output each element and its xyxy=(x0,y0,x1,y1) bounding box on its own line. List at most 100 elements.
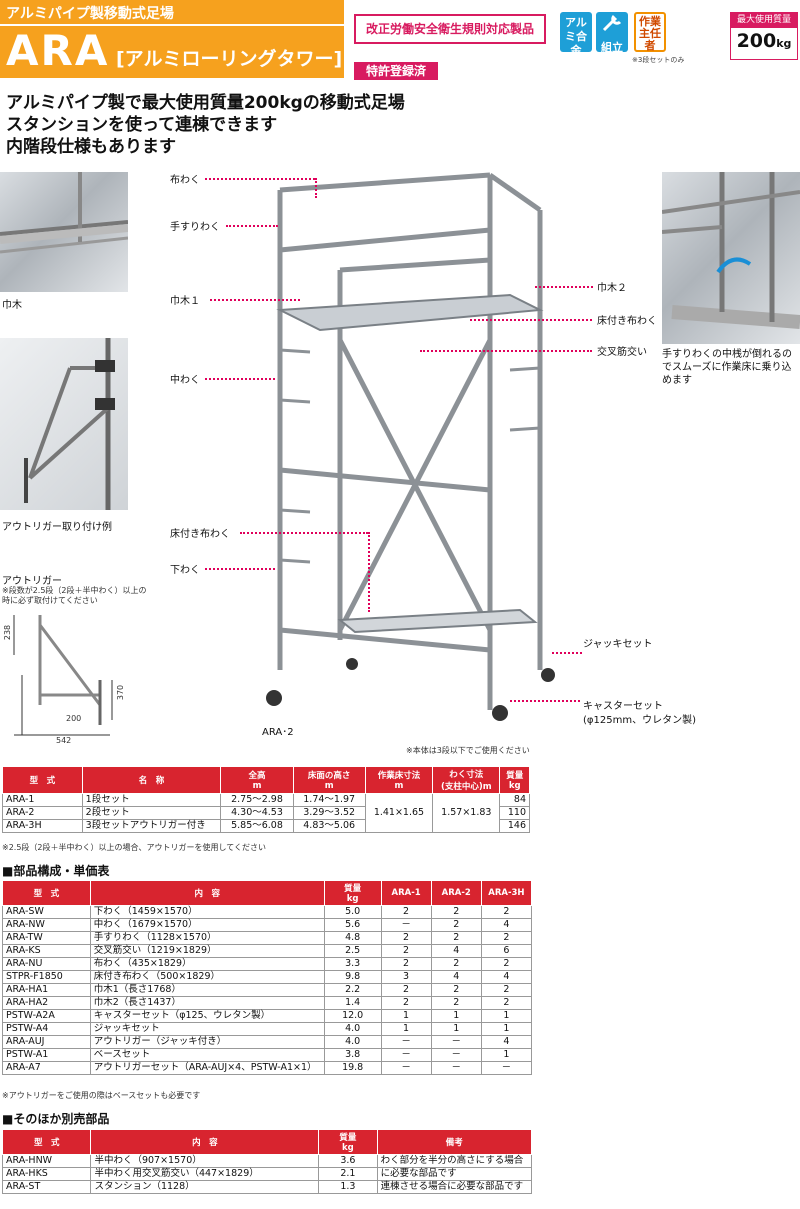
leader-nunowaku-v xyxy=(315,178,317,198)
table-cell: 4.0 xyxy=(323,1022,382,1036)
table-cell: 中わく（1679×1570） xyxy=(89,918,325,932)
dim-542: 542 xyxy=(56,736,72,745)
handrail-caption: 手すりわくの中桟が倒れるのでスムーズに作業床に乗り込めます xyxy=(662,349,792,386)
table-cell: 4 xyxy=(480,918,533,932)
table-cell: 19.8 xyxy=(323,1061,382,1075)
label-habaki1: 巾木１ xyxy=(170,296,200,307)
patent-badge: 特許登録済 xyxy=(354,62,438,80)
table-cell: ARA-HKS xyxy=(1,1167,92,1181)
handrail-photo xyxy=(661,172,800,344)
table-cell: PSTW-A1 xyxy=(2,1048,91,1062)
table-cell: ARA-ST xyxy=(1,1180,92,1194)
table-cell: － xyxy=(430,1035,482,1049)
table-row: ARA-1 1段セット 2.75～2.98 1.74～1.97 1.41×1.6… xyxy=(2,793,530,833)
table-cell: 2.5 xyxy=(323,944,382,958)
product-name: ARA xyxy=(6,26,110,75)
outrigger-caption: アウトリガー取り付け例 xyxy=(2,522,112,533)
table-cell: － xyxy=(380,1048,432,1062)
table-cell: － xyxy=(380,1035,432,1049)
leader-yukanuno xyxy=(240,532,368,534)
supervisor-note: ※3段セットのみ xyxy=(632,56,685,64)
leader-habaki2 xyxy=(535,286,593,288)
outrigger-photo xyxy=(0,338,128,510)
table-cell: 2 xyxy=(480,905,533,919)
spec-h-mass: 質量kg xyxy=(499,766,530,794)
table-cell: キャスターセット（φ125、ウレタン製） xyxy=(89,1009,325,1023)
parts-h-ara2: ARA-2 xyxy=(430,880,482,906)
table-cell: － xyxy=(430,1048,482,1062)
label-caster: キャスターセット xyxy=(583,701,663,712)
table-cell: 3.3 xyxy=(323,957,382,971)
model-label: ARA･2 xyxy=(262,727,294,738)
table-cell: ARA-A7 xyxy=(2,1061,91,1075)
outrigger-title: アウトリガー xyxy=(2,576,62,587)
table-cell: 3.8 xyxy=(323,1048,382,1062)
leader-habaki1 xyxy=(210,299,300,301)
headline-line3: 内階段仕様もあります xyxy=(6,137,176,157)
leader-shitawaku xyxy=(205,568,275,570)
table-cell: わく部分を半分の高さにする場合 xyxy=(376,1154,533,1168)
table-cell: スタンション（1128） xyxy=(90,1180,320,1194)
table-cell: 5.6 xyxy=(323,918,382,932)
table-cell: 2.2 xyxy=(323,983,382,997)
other-h-model: 型 式 xyxy=(1,1129,92,1155)
handrail-illustration xyxy=(661,172,800,329)
outrigger-note: ※段数が2.5段（2段＋半中わく）以上の時に必ず取付けてください xyxy=(2,586,147,605)
table-cell: 4 xyxy=(430,970,482,984)
label-kousa: 交叉筋交い xyxy=(597,347,647,358)
table-cell: ベースセット xyxy=(89,1048,325,1062)
habaki-illustration xyxy=(0,172,129,254)
table-cell: 2 xyxy=(480,983,533,997)
table-cell: STPR-F1850 xyxy=(2,970,91,984)
table-cell: 1.4 xyxy=(323,996,382,1010)
table-cell: － xyxy=(380,1061,432,1075)
table-cell: 1 xyxy=(430,1009,482,1023)
parts-title: ■部品構成・単価表 xyxy=(2,864,110,878)
table-cell: 2 xyxy=(380,944,432,958)
table-cell: 2 xyxy=(430,983,482,997)
table-cell: 2 xyxy=(430,996,482,1010)
scaffold-illustration xyxy=(266,172,555,721)
parts-note: ※アウトリガーをご使用の際はベースセットも必要です xyxy=(2,1091,201,1100)
leader-tesuriwaku xyxy=(226,225,278,227)
leader-nunowaku xyxy=(205,178,315,180)
table-cell: 半中わく用交叉筋交い（447×1829） xyxy=(90,1167,320,1181)
table-cell: 1 xyxy=(430,1022,482,1036)
table-cell: 6 xyxy=(480,944,533,958)
label-yukanuno: 床付き布わく xyxy=(170,529,230,540)
usage-note: ※本体は3段以下でご使用ください xyxy=(406,746,530,755)
leader-yukanuno-r xyxy=(470,319,592,321)
spec-note: ※2.5段（2段＋半中わく）以上の場合、アウトリガーを使用してください xyxy=(2,843,267,852)
table-cell: ジャッキセット xyxy=(89,1022,325,1036)
spec-h-frame-size: わく寸法(支柱中心)m xyxy=(432,766,501,794)
table-cell: ARA-HA1 xyxy=(2,983,91,997)
supervisor-badge: 作業主任者 xyxy=(634,12,666,52)
outrigger-drawing xyxy=(13,615,113,736)
other-title: ■そのほか別売部品 xyxy=(2,1112,110,1126)
table-cell: 4 xyxy=(430,944,482,958)
spec-h-name: 名 称 xyxy=(81,766,222,794)
leader-caster xyxy=(510,700,580,702)
label-nakawaku: 中わく xyxy=(170,375,200,386)
dim-200: 200 xyxy=(66,714,82,723)
table-cell: 3 xyxy=(380,970,432,984)
table-cell: － xyxy=(480,1061,533,1075)
table-cell: 2 xyxy=(380,983,432,997)
table-cell: 2 xyxy=(380,996,432,1010)
table-cell: 4.0 xyxy=(323,1035,382,1049)
table-cell: 交叉筋交い（1219×1829） xyxy=(89,944,325,958)
parts-h-ara1: ARA-1 xyxy=(380,880,432,906)
